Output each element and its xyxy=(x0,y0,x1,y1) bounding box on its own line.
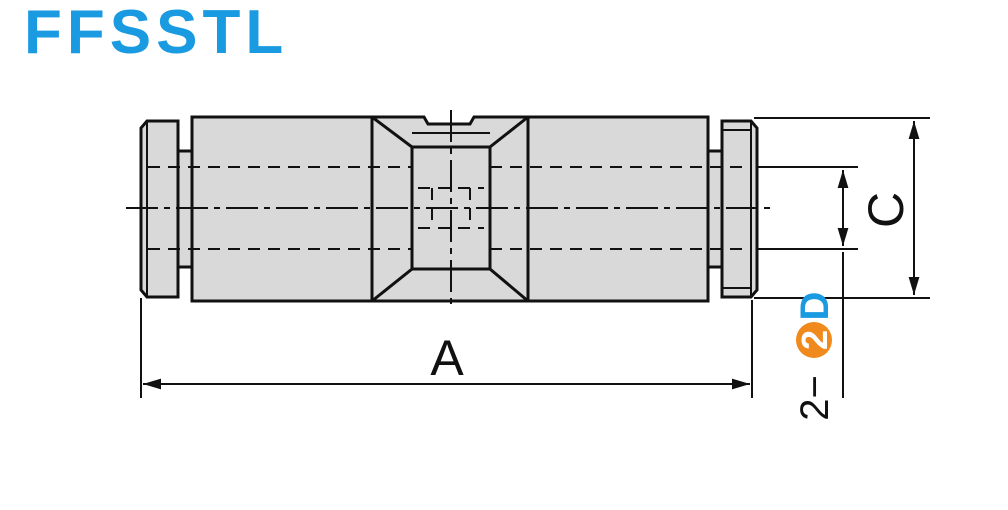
dimension-a: A xyxy=(140,298,753,398)
dimension-a-label: A xyxy=(430,330,464,386)
product-title: FFSSTL xyxy=(24,0,289,67)
center-lines xyxy=(126,110,772,306)
port-count-label: 2− xyxy=(793,375,837,421)
dimension-c-label: C xyxy=(858,192,914,228)
dimension-d: 2− 2 D xyxy=(758,166,858,421)
port-number: 2 xyxy=(794,330,835,350)
port-size-label: D xyxy=(793,292,837,321)
hidden-bore-lines xyxy=(148,166,752,250)
port-number-badge xyxy=(796,322,832,358)
